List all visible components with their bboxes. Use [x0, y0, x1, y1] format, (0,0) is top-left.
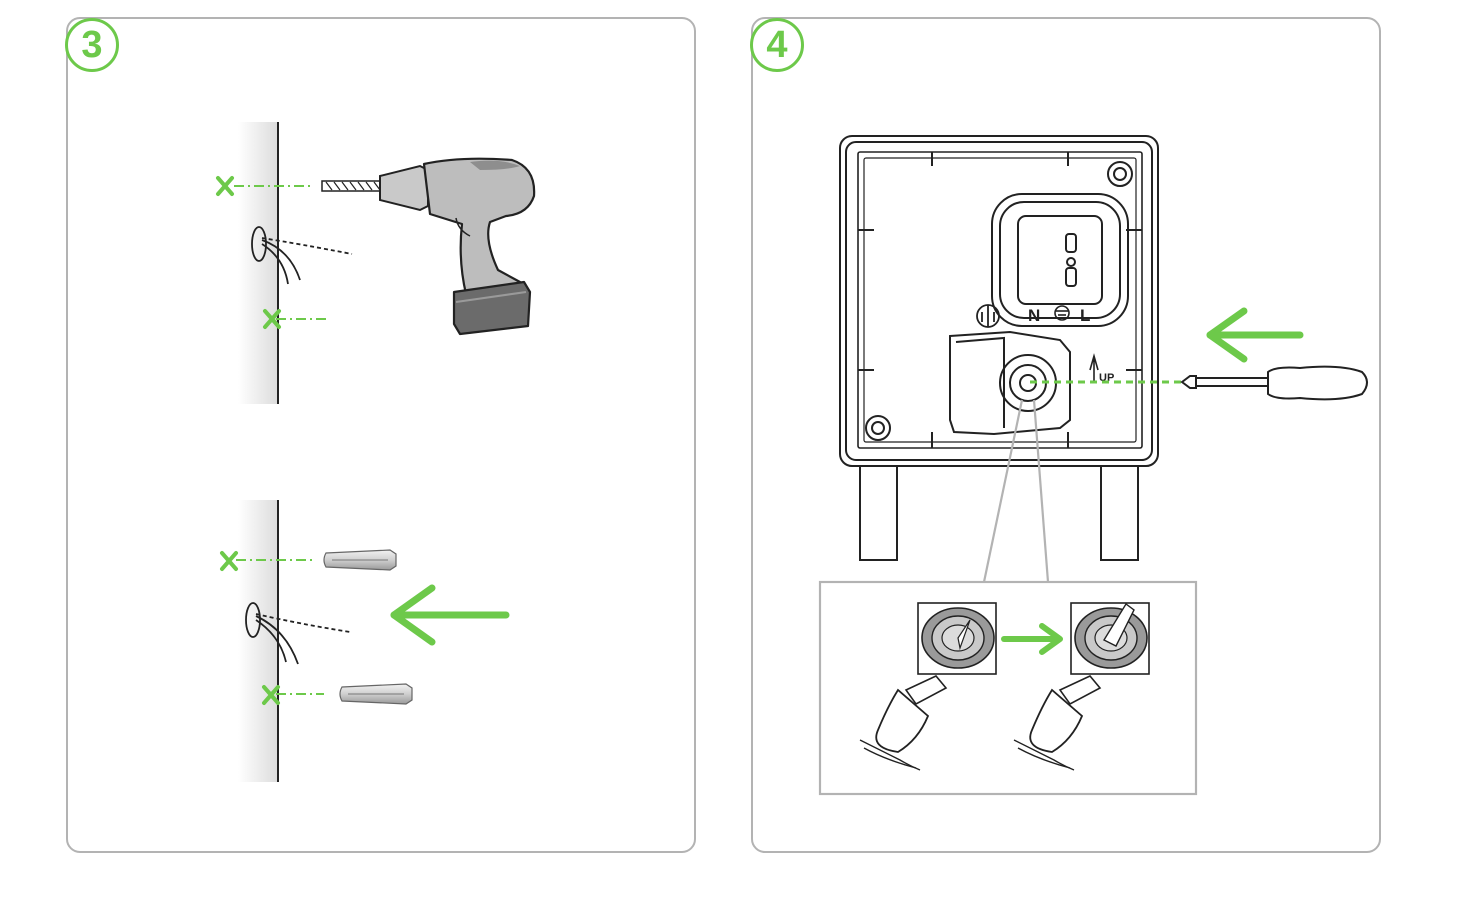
neutral-label: N: [1028, 306, 1040, 325]
cable-top: [251, 226, 353, 285]
earth-symbol-icon: [1054, 305, 1070, 321]
zoom-callout-lines: [982, 399, 1050, 583]
plug-mark-lower: [262, 685, 324, 705]
screw-detail-before: [859, 602, 997, 771]
step-4-badge: 4: [750, 18, 804, 72]
wall-plug-icon: [339, 683, 413, 705]
step-3-badge: 3: [65, 18, 119, 72]
step-4-panel: [751, 17, 1381, 853]
line-label: L: [1080, 306, 1090, 325]
earth-symbol-icon: [976, 304, 1000, 328]
cable-bottom: [245, 602, 351, 665]
drill-mark-upper: [216, 176, 312, 196]
plug-mark-upper: [220, 551, 316, 571]
bracket-latch: [949, 330, 1071, 436]
arrow-left-icon: [1206, 307, 1304, 363]
up-indicator: UP: [1089, 353, 1114, 384]
arrow-right-icon: [1001, 623, 1063, 655]
screwdriver-icon: [1180, 365, 1368, 401]
step-3-panel: [66, 17, 696, 853]
wall-bottom: [238, 500, 279, 782]
terminal-block: [991, 193, 1129, 327]
drill-mark-lower: [263, 309, 326, 329]
wall-top: [238, 122, 279, 404]
terminal-labels: N L: [976, 304, 1090, 328]
drill-icon: [321, 157, 536, 336]
device-housing: [839, 135, 1159, 561]
wall-plug-icon: [323, 549, 397, 571]
arrow-left-icon: [390, 584, 510, 646]
screw-detail-after: [1013, 602, 1150, 771]
